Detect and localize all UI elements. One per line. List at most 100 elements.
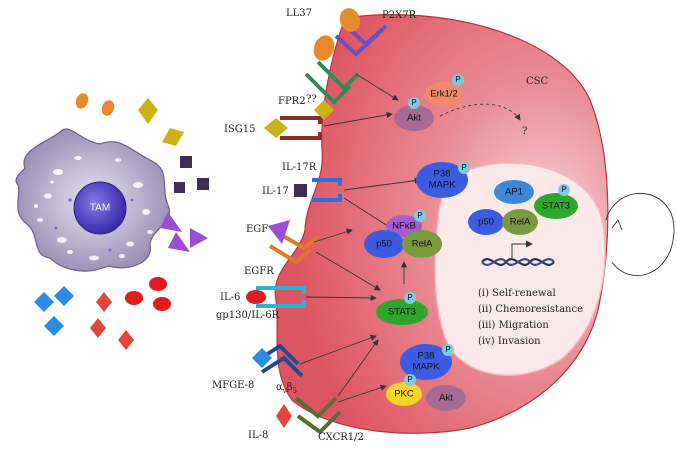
il6-particle	[153, 297, 171, 311]
phospho-stat3-nucleus: P	[561, 185, 566, 194]
phospho-badges: P P P P P P P P	[404, 74, 570, 386]
p2x7r-ligand	[339, 8, 361, 32]
phospho-nfkb: P	[417, 211, 422, 220]
gp130-receptor	[246, 286, 306, 308]
nfkb-label: NFκB	[392, 221, 416, 232]
p38-top-node	[416, 162, 468, 198]
rela-label: RelA	[412, 239, 433, 250]
stat3-node	[376, 299, 428, 325]
mfge8-particle	[44, 316, 64, 336]
unknown-outcome-label: ?	[522, 126, 527, 137]
p50-nucleus-label: p50	[478, 217, 494, 228]
phospho-p38-top: P	[461, 163, 466, 172]
p38-bottom-label-1: P38	[418, 351, 435, 362]
tam-nucleus	[73, 181, 127, 235]
egf-label: EGF	[246, 224, 268, 235]
isg15-particle	[138, 98, 158, 124]
isg15-particle	[162, 128, 184, 146]
unknown-receptor-label: ??	[306, 94, 317, 105]
il8-label: IL-8	[248, 430, 268, 441]
avb5-label: αvβ5	[276, 382, 297, 395]
il17-particle	[197, 178, 209, 190]
il17-label: IL-17	[262, 186, 289, 197]
akt-bottom-node	[426, 385, 466, 411]
erk-node	[424, 82, 464, 106]
mfge8-particle	[34, 292, 54, 312]
pkc-label: PKC	[394, 389, 414, 400]
ll37-ligand	[313, 35, 335, 61]
p38-bottom-label-2: MAPK	[413, 362, 441, 373]
cxcr-label: CXCR1/2	[318, 432, 364, 443]
self-renewal-loop	[605, 192, 675, 277]
rela-nucleus-label: RelA	[510, 217, 531, 228]
ll37-label: LL37	[286, 8, 312, 19]
il17-particle	[180, 156, 192, 168]
il17r-receptor	[294, 178, 342, 202]
dna-helix	[481, 258, 555, 266]
cxcr-receptor	[276, 396, 342, 435]
outcome-item: (i) Self-renewal	[478, 288, 556, 299]
stat3-label: STAT3	[388, 307, 416, 318]
csc-label: CSC	[526, 76, 549, 87]
stat3-nucleus-node	[534, 193, 578, 219]
stat3-nucleus-label: STAT3	[542, 201, 570, 212]
egf-particle	[160, 212, 182, 232]
il8-particle	[96, 292, 112, 312]
p2x7r-receptor	[334, 8, 388, 57]
rela-nucleus-node	[502, 209, 538, 235]
il6-label: IL-6	[220, 292, 240, 303]
phospho-p38-bottom: P	[445, 345, 450, 354]
ll37-particle	[101, 100, 115, 116]
il8-particle	[90, 318, 106, 338]
integrin-receptor	[252, 343, 304, 378]
isg15-label: ISG15	[224, 124, 256, 135]
p38-top-label-1: P38	[434, 169, 451, 180]
akt-top-label: Akt	[407, 113, 421, 124]
ap1-label: AP1	[505, 187, 523, 198]
fpr2-label: FPR2	[278, 96, 306, 107]
il8-particle	[118, 330, 134, 350]
pkc-node	[386, 382, 422, 406]
p50-node	[364, 230, 404, 258]
receptor-labels: LL37 P2X7R FPR2 ?? ISG15 IL-17R IL-17 EG…	[212, 8, 417, 443]
egf-particle	[190, 228, 208, 248]
il17-particle	[174, 182, 185, 193]
il6-particle	[125, 291, 143, 305]
il17r-label: IL-17R	[282, 162, 317, 173]
il6-particle	[149, 277, 167, 291]
p38-bottom-node	[400, 344, 452, 380]
tam-cell: TAM	[15, 128, 171, 272]
outcome-item: (ii) Chemoresistance	[478, 304, 583, 315]
isg15-receptor	[264, 100, 334, 140]
outcomes-list: (i) Self-renewal (ii) Chemoresistance (i…	[478, 288, 583, 347]
tam-label: TAM	[90, 203, 110, 214]
akt-bottom-label: Akt	[439, 393, 453, 404]
fpr2-receptor	[304, 35, 360, 105]
mfge8-particle	[54, 286, 74, 306]
egfr-label: EGFR	[244, 266, 274, 277]
gp130-label: gp130/IL-6R	[216, 310, 280, 321]
phospho-akt-top: P	[411, 98, 416, 107]
egfr-receptor	[268, 220, 320, 265]
mfge8-label: MFGE-8	[212, 380, 254, 391]
phospho-erk: P	[455, 75, 460, 84]
secreted-factors	[34, 93, 209, 350]
outcome-item: (iv) Invasion	[478, 336, 541, 347]
ap1-node	[494, 180, 534, 204]
rela-node	[402, 230, 442, 258]
p50-label: p50	[376, 239, 392, 250]
molecules: Erk1/2 Akt P38 MAPK NFκB p50 RelA STAT3 …	[364, 82, 578, 411]
outcome-item: (iii) Migration	[478, 320, 549, 331]
erk-label: Erk1/2	[430, 89, 457, 100]
p2x7r-label: P2X7R	[382, 10, 417, 21]
egf-particle	[168, 232, 190, 252]
p38-top-label-2: MAPK	[429, 180, 457, 191]
akt-top-node	[394, 105, 434, 131]
phospho-stat3: P	[407, 293, 412, 302]
phospho-pkc: P	[407, 375, 412, 384]
ll37-particle	[75, 93, 89, 109]
p50-nucleus-node	[468, 209, 504, 235]
signal-arrows	[299, 73, 533, 403]
